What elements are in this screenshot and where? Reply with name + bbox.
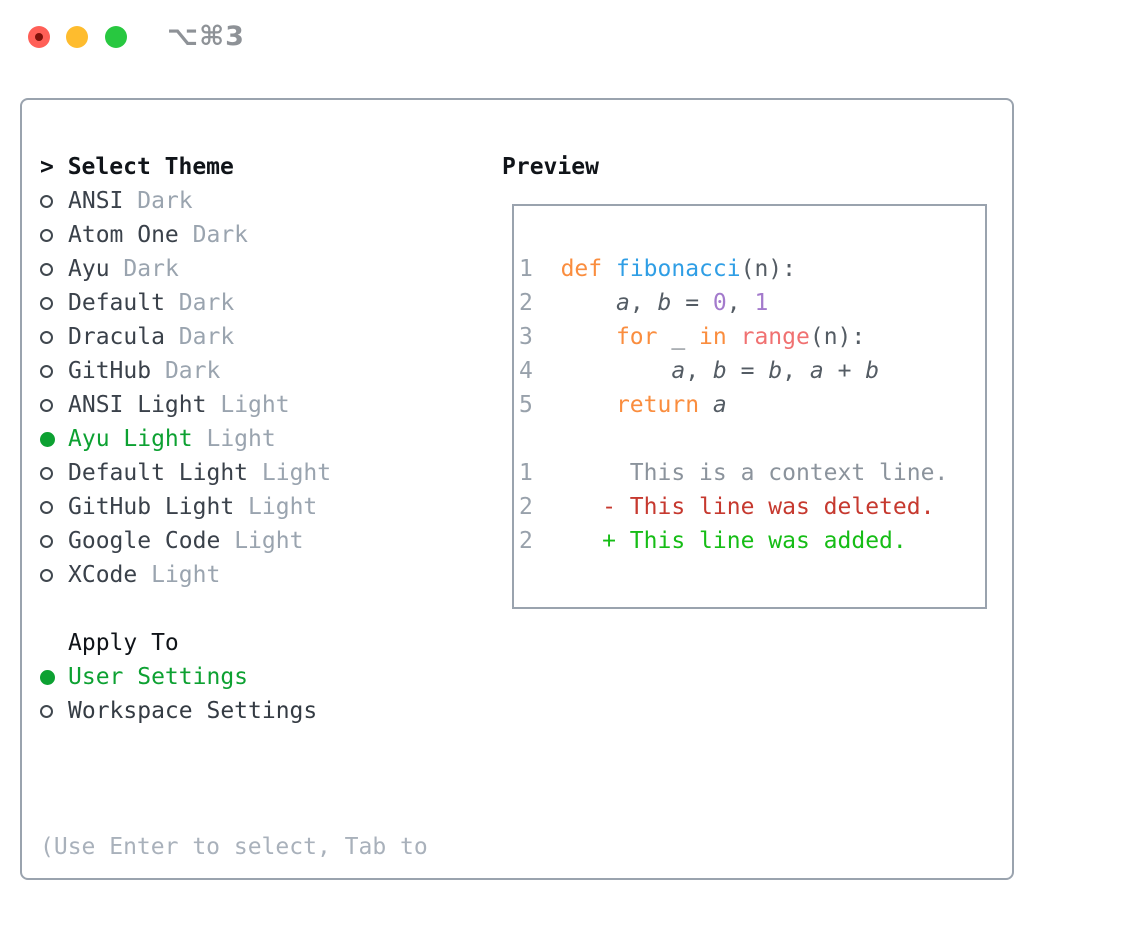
code-line: 1 This is a context line.	[519, 460, 949, 486]
theme-name: GitHub	[68, 358, 152, 384]
code-line: 2 a, b = 0, 1	[519, 290, 769, 316]
radio-icon	[40, 330, 68, 344]
theme-option-ayu[interactable]: Ayu Dark	[40, 252, 480, 286]
apply-option-user-settings[interactable]: User Settings	[40, 660, 480, 694]
theme-name: Ayu Light	[68, 426, 193, 452]
theme-variant-tag: Light	[151, 562, 221, 588]
filled-circle-icon	[40, 431, 55, 447]
code-preview-box: 1 def fibonacci(n): 2 a, b = 0, 1 3 for _ …	[512, 204, 987, 609]
code-line	[519, 422, 948, 456]
theme-name: Ayu	[68, 256, 110, 282]
code-line: 2 + This line was added.	[519, 528, 907, 554]
zoom-button[interactable]	[105, 26, 127, 48]
code-preview: 1 def fibonacci(n): 2 a, b = 0, 1 3 for _ …	[519, 252, 948, 558]
theme-variant-tag: Light	[220, 392, 290, 418]
theme-variant-tag: Dark	[178, 324, 235, 350]
theme-option-ansi-light[interactable]: ANSI Light Light	[40, 388, 480, 422]
theme-variant-tag: Dark	[192, 222, 249, 248]
preview-header: Preview	[502, 154, 599, 180]
hollow-circle-icon	[40, 466, 53, 480]
theme-variant-tag: Light	[206, 426, 276, 452]
radio-icon	[40, 534, 68, 548]
radio-icon	[40, 398, 68, 412]
apply-option-label: User Settings	[68, 664, 249, 690]
theme-option-dracula[interactable]: Dracula Dark	[40, 320, 480, 354]
radio-selected-icon	[40, 669, 68, 685]
theme-name: Default	[68, 290, 165, 316]
theme-variant-tag: Dark	[164, 358, 221, 384]
radio-icon	[40, 500, 68, 514]
hollow-circle-icon	[40, 194, 53, 208]
theme-option-ayu-light[interactable]: Ayu Light Light	[40, 422, 480, 456]
apply-to-header: Apply To	[68, 630, 179, 656]
hollow-circle-icon	[40, 330, 53, 344]
code-line: 4 a, b = b, a + b	[519, 358, 880, 384]
help-text: (Use Enter to select, Tab to change focu…	[40, 762, 480, 934]
code-line: 1 def fibonacci(n):	[519, 256, 796, 282]
help-text-line1: (Use Enter to select, Tab to	[40, 834, 428, 860]
radio-icon	[40, 364, 68, 378]
theme-name: Google Code	[68, 528, 221, 554]
hollow-circle-icon	[40, 296, 53, 310]
cursor-prompt-icon: >	[40, 154, 68, 180]
apply-option-workspace-settings[interactable]: Workspace Settings	[40, 694, 480, 728]
theme-name: GitHub Light	[68, 494, 235, 520]
theme-name: Dracula	[68, 324, 165, 350]
theme-name: ANSI	[68, 188, 124, 214]
code-line: 2 - This line was deleted.	[519, 494, 935, 520]
hollow-circle-icon	[40, 568, 53, 582]
window-title: ⌥⌘3	[167, 21, 245, 52]
radio-icon	[40, 466, 68, 480]
radio-icon	[40, 296, 68, 310]
radio-selected-icon	[40, 431, 68, 447]
theme-variant-tag: Light	[234, 528, 304, 554]
select-theme-header: > Select Theme	[40, 150, 480, 184]
theme-option-github[interactable]: GitHub Dark	[40, 354, 480, 388]
theme-variant-tag: Light	[248, 494, 318, 520]
theme-name: Default Light	[68, 460, 249, 486]
theme-option-google-code[interactable]: Google Code Light	[40, 524, 480, 558]
theme-variant-tag: Light	[261, 460, 332, 486]
close-button[interactable]	[28, 26, 50, 48]
radio-icon	[40, 228, 68, 242]
radio-icon	[40, 194, 68, 208]
theme-option-default-light[interactable]: Default Light Light	[40, 456, 480, 490]
theme-option-default[interactable]: Default Dark	[40, 286, 480, 320]
filled-circle-icon	[40, 669, 55, 685]
theme-variant-tag: Dark	[137, 188, 193, 214]
theme-variant-tag: Dark	[178, 290, 235, 316]
theme-name: Atom One	[68, 222, 179, 248]
select-theme-header-label: Select Theme	[67, 154, 234, 180]
theme-option-xcode[interactable]: XCode Light	[40, 558, 480, 592]
hollow-circle-icon	[40, 500, 53, 514]
hollow-circle-icon	[40, 398, 53, 412]
apply-option-label: Workspace Settings	[68, 698, 318, 724]
window-titlebar: ⌥⌘3	[0, 0, 1140, 70]
theme-name: ANSI Light	[68, 392, 207, 418]
minimize-button[interactable]	[66, 26, 88, 48]
code-line: 3 for _ in range(n):	[519, 324, 866, 350]
hollow-circle-icon	[40, 228, 53, 242]
theme-option-github-light[interactable]: GitHub Light Light	[40, 490, 480, 524]
theme-option-ansi[interactable]: ANSI Dark	[40, 184, 480, 218]
radio-icon	[40, 262, 68, 276]
hollow-circle-icon	[40, 364, 53, 378]
theme-variant-tag: Dark	[123, 256, 179, 282]
radio-icon	[40, 568, 68, 582]
hollow-circle-icon	[40, 262, 53, 276]
hollow-circle-icon	[40, 534, 53, 548]
theme-name: XCode	[68, 562, 138, 588]
radio-icon	[40, 704, 68, 718]
hollow-circle-icon	[40, 704, 53, 718]
theme-option-atom-one[interactable]: Atom One Dark	[40, 218, 480, 252]
code-line: 5 return a	[519, 392, 727, 418]
